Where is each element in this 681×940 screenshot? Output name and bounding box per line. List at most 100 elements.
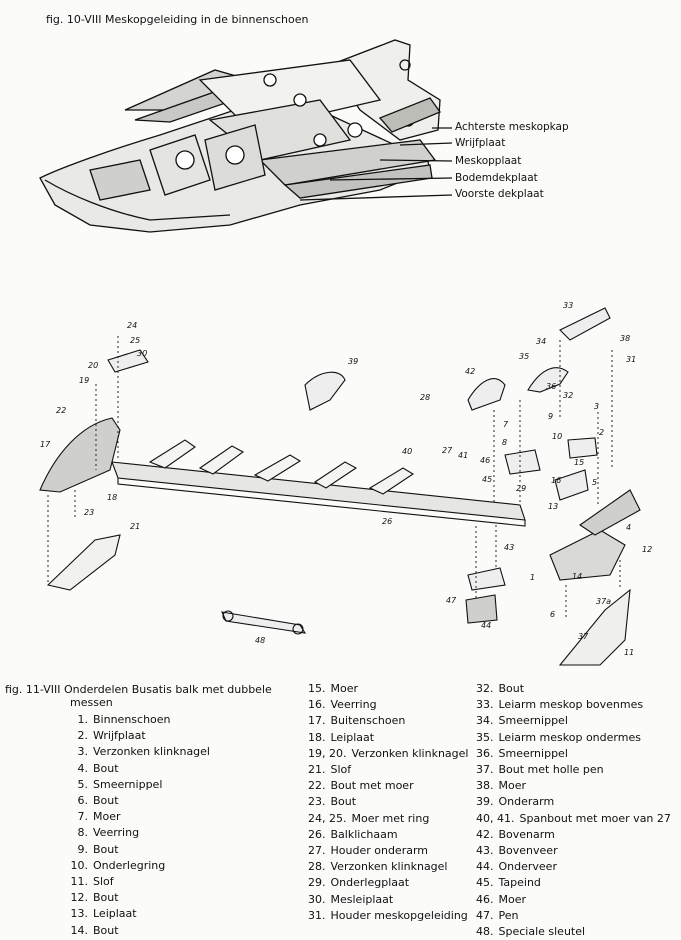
legend-item-number: 28. (308, 860, 326, 874)
callout-37: 37 (578, 632, 589, 641)
callout-22: 22 (56, 406, 67, 415)
legend-item-number: 18. (308, 730, 326, 744)
callout-32: 32 (563, 391, 574, 400)
legend-item-text: Slof (330, 763, 352, 777)
legend-item-text: Leiarm meskop bovenmes (498, 698, 644, 712)
legend-item-number: 19, 20. (308, 746, 347, 760)
legend-item-text: Mesleiplaat (330, 892, 394, 906)
callout-39: 39 (348, 357, 359, 366)
callout-2: 2 (599, 428, 605, 437)
legend-item-number: 36. (476, 746, 494, 760)
callout-5: 5 (592, 478, 598, 487)
legend-item-text: Bout (498, 682, 525, 695)
legend-item-text: Verzonken klinknagel (93, 745, 210, 759)
legend-item-number: 27. (308, 844, 326, 858)
legend-item-text: Pen (498, 908, 519, 922)
legend-item-number: 23. (308, 795, 326, 809)
legend-item-number: 29. (308, 876, 326, 890)
guard-fingers (148, 439, 415, 495)
legend-item: 6.Bout (70, 793, 210, 809)
callout-20: 20 (88, 361, 99, 370)
plate-29 (504, 449, 541, 475)
callout-18: 18 (107, 493, 118, 502)
slide-11 (558, 588, 631, 666)
callout-23: 23 (84, 508, 95, 517)
legend-item-number: 11. (70, 875, 89, 889)
label-rear-knife-cap: Achterste meskopkap (455, 121, 569, 133)
legend-item-number: 7. (77, 810, 89, 824)
legend-item-text: Bout (93, 923, 119, 937)
callout-8: 8 (502, 438, 508, 447)
callout-29: 29 (516, 484, 527, 493)
legend-item-text: Moer met ring (351, 811, 430, 825)
inner-shoe-right (549, 529, 626, 581)
callout-47: 47 (446, 596, 457, 605)
legend-item-number: 26. (308, 827, 326, 841)
legend-item: 22.Bout met moer (308, 778, 468, 794)
legend-item-number: 4. (77, 761, 89, 775)
rear-cap-cylinder (378, 97, 442, 133)
legend-item-number: 3. (77, 745, 89, 759)
legend-item-number: 13. (70, 907, 89, 921)
legend-item-number: 8. (77, 826, 89, 840)
legend-item: 16.Veerring (308, 697, 468, 713)
legend-item-text: Leiplaat (330, 730, 375, 744)
callout-9: 9 (548, 412, 554, 421)
legend-item-number: 45. (476, 876, 494, 890)
callout-27: 27 (442, 446, 453, 455)
callout-26: 26 (382, 517, 393, 526)
callout-4: 4 (626, 523, 632, 532)
legend-item: 12.Bout (70, 890, 210, 906)
legend-item-number: 6. (77, 794, 89, 808)
legend-item: 21.Slof (308, 762, 468, 778)
fig10-caption: fig. 10-VIII Meskopgeleiding in de binne… (46, 13, 309, 26)
fig11-caption-line1: fig. 11-VIII Onderdelen Busatis balk met… (5, 683, 272, 696)
legend-item-text: Smeernippel (498, 746, 568, 760)
legend-item-text: Moer (498, 779, 527, 793)
legend-item: 4.Bout (70, 761, 210, 777)
fig11-drawing (39, 307, 641, 666)
legend-item: 47. Pen (476, 908, 671, 924)
callout-11: 11 (624, 648, 635, 657)
callout-31: 31 (626, 355, 637, 364)
callout-37a: 37a (596, 597, 612, 606)
legend-item-number: 33. (476, 698, 494, 712)
legend-item-number: 47. (476, 908, 494, 922)
legend-item-text: Smeernippel (498, 714, 568, 728)
label-front-cover-plate: Voorste dekplaat (455, 188, 544, 200)
legend-item-text: Leiplaat (93, 907, 137, 921)
legend-item-number: 32. (476, 682, 494, 695)
callout-7: 7 (503, 420, 509, 429)
callout-3: 3 (594, 402, 600, 411)
callout-35: 35 (519, 352, 530, 361)
callout-10: 10 (552, 432, 563, 441)
legend-item-number: 40, 41. (476, 811, 515, 825)
legend-item-text: Binnenschoen (93, 713, 171, 726)
legend-item-number: 42. (476, 827, 494, 841)
legend-item: 18. Leiplaat (308, 730, 468, 746)
legend-item-number: 39. (476, 795, 494, 809)
legend-item: 39.Onderarm (476, 794, 671, 810)
beam-body (111, 461, 526, 521)
legend-item: 26.Balklichaam (308, 827, 468, 843)
legend-item-text: Wrijfplaat (93, 729, 146, 743)
legend-item-text: Slof (93, 875, 114, 889)
legend-item-text: Onderlegplaat (330, 876, 410, 890)
legend-item-number: 15. (308, 682, 326, 695)
spring-44 (465, 594, 498, 624)
legend-item: 7.Moer (70, 809, 210, 825)
legend-item-text: Bovenarm (498, 827, 555, 841)
legend-item-number: 1. (77, 713, 89, 726)
legend-item-number: 44. (476, 860, 494, 874)
legend-item: 11. Slof (70, 874, 210, 890)
legend-item-number: 12. (70, 891, 89, 905)
fig10-drawing (39, 39, 453, 233)
callout-44: 44 (481, 621, 492, 630)
upper-arm-39 (304, 371, 346, 411)
arm-35 (527, 367, 569, 393)
legend-item-number: 43. (476, 844, 494, 858)
legend-item: 45.Tapeind (476, 875, 671, 891)
